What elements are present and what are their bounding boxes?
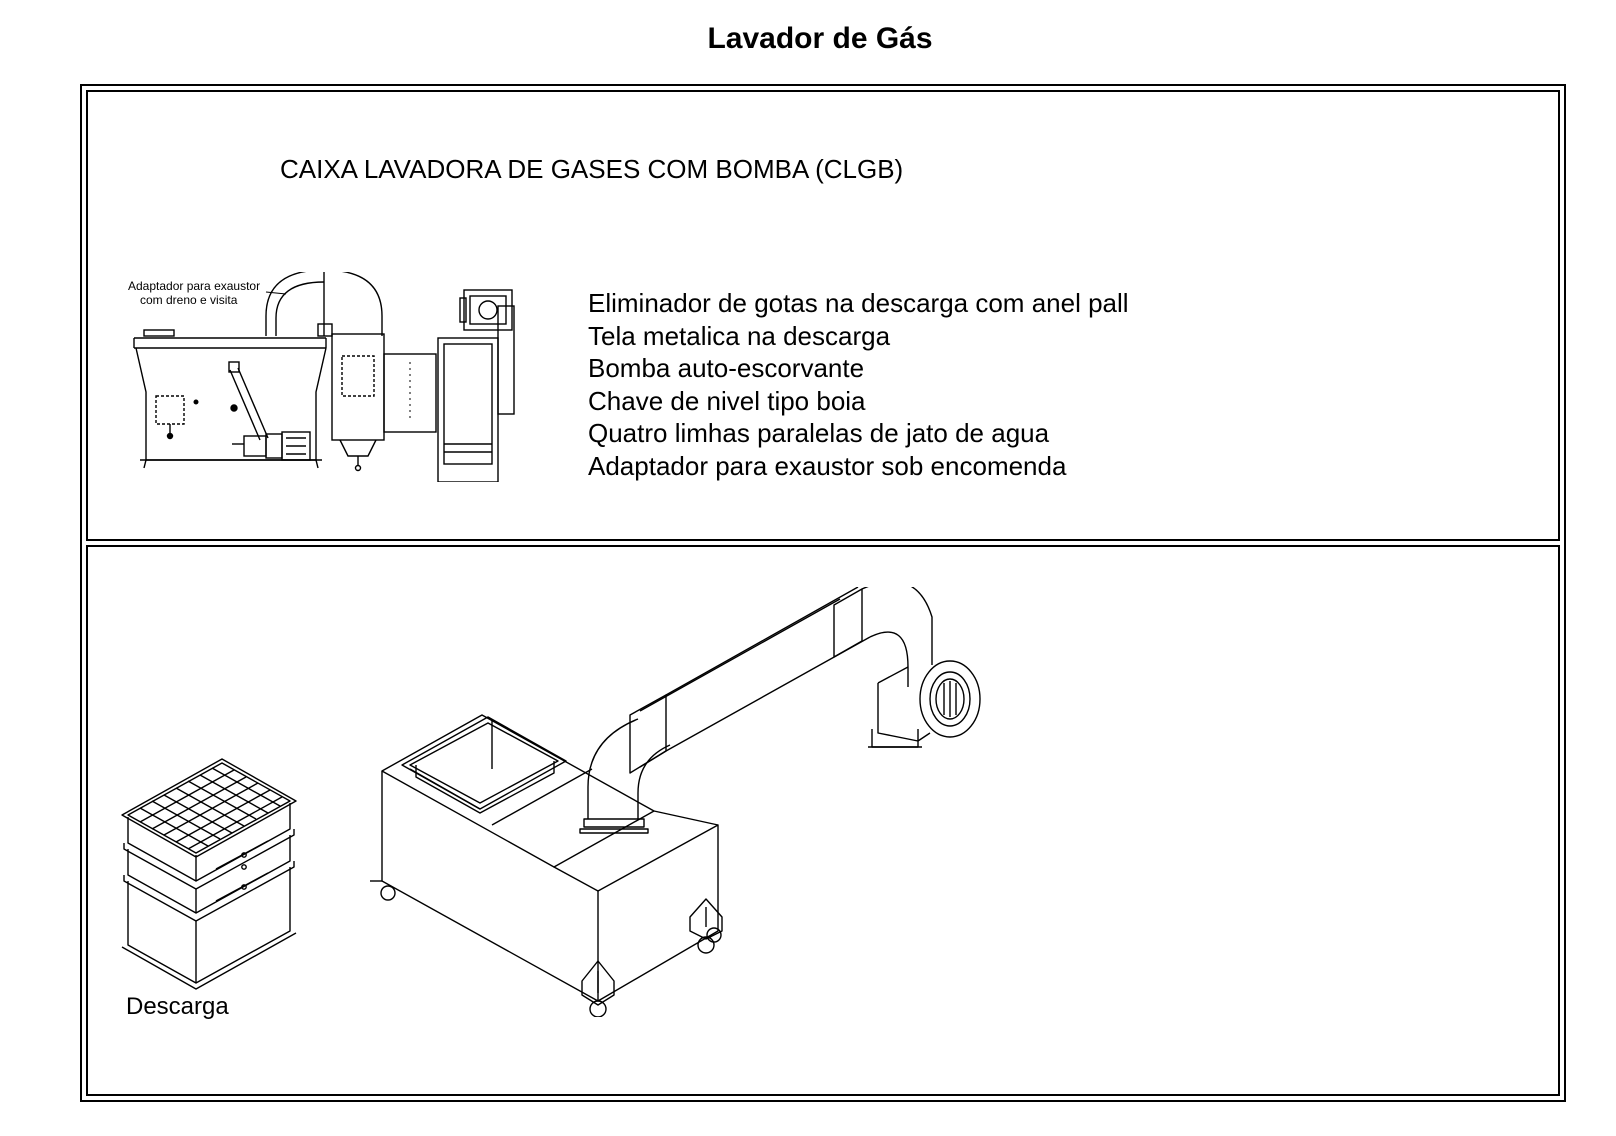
descarga-label: Descarga [126,993,229,1020]
main-tank [370,714,723,1017]
outer-frame: CAIXA LAVADORA DE GASES COM BOMBA (CLGB)… [80,84,1566,1102]
panel-bottom: Descarga [86,545,1560,1096]
list-item: Adaptador para exaustor sob encomenda [588,450,1067,481]
callout-line1: Adaptador para exaustor [128,279,260,293]
clgb-heading: CAIXA LAVADORA DE GASES COM BOMBA (CLGB) [280,154,904,184]
duct-and-fan [579,587,981,834]
side-view-drawing: Adaptador para exaustor com dreno e visi… [128,272,515,482]
feature-list: Eliminador de gotas na descarga com anel… [588,287,1129,482]
descarga-stack [121,758,297,990]
list-item: Eliminador de gotas na descarga com anel… [588,288,1129,318]
callout-line2: com dreno e visita [140,293,238,307]
list-item: Bomba auto-escorvante [588,353,865,383]
list-item: Chave de nivel tipo boia [588,385,866,416]
page-title: Lavador de Gás [707,22,933,55]
list-item: Quatro limhas paralelas de jato de agua [588,418,1050,448]
panel-top: CAIXA LAVADORA DE GASES COM BOMBA (CLGB)… [86,90,1560,541]
isometric-drawing [121,587,981,1017]
list-item: Tela metalica na descarga [588,320,891,351]
